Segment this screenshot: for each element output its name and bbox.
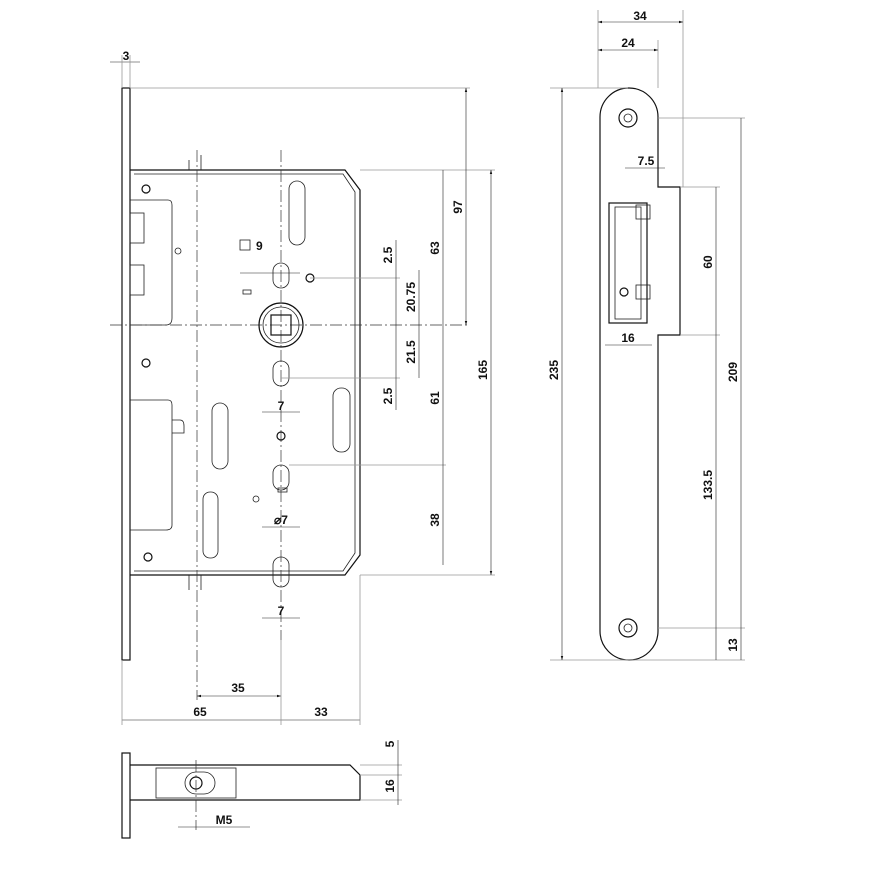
dim-38: 38 — [428, 513, 442, 527]
latch-notch — [129, 212, 145, 244]
faceplate — [121, 87, 131, 661]
strike-plate — [599, 87, 681, 661]
dim-7-upper: 7 — [278, 399, 285, 413]
case-bottom — [130, 764, 361, 801]
strike-tab — [635, 284, 651, 300]
strike-tab — [635, 204, 651, 220]
dead-bolt — [130, 399, 173, 531]
dim-7-5: 7.5 — [638, 154, 655, 168]
latch-notch — [129, 264, 145, 296]
lock-bottom-view: 5 16 M5 — [121, 740, 402, 839]
strike-screw-hole-inner — [623, 113, 633, 123]
dim-7-lower: 7 — [278, 604, 285, 618]
dim-3: 3 — [123, 49, 130, 63]
dim-5: 5 — [383, 740, 397, 747]
screw-hole — [141, 184, 151, 194]
lock-front-view — [110, 87, 470, 700]
small-slot — [277, 487, 288, 493]
small-hole — [174, 247, 182, 255]
dim-21-5: 21.5 — [404, 340, 418, 364]
faceplate-bottom — [121, 752, 131, 839]
slot — [272, 360, 290, 387]
dim-9: 9 — [256, 239, 263, 253]
screw-hole — [141, 358, 151, 368]
dim-235: 235 — [547, 360, 561, 380]
adjust-screw — [619, 287, 629, 297]
cylinder-hole — [272, 464, 290, 491]
strike-screw-hole — [618, 108, 638, 128]
strike-latch-opening — [614, 206, 642, 320]
dim-35: 35 — [231, 681, 245, 695]
dim-63: 63 — [428, 241, 442, 255]
bottom-slot — [272, 556, 290, 588]
slot — [202, 491, 219, 559]
lock-dimensions: 3 9 97 63 165 2.5 20.75 21.5 2.5 61 38 7… — [110, 49, 495, 725]
bolt-tab — [172, 419, 185, 434]
follower-square-hole — [270, 314, 292, 336]
dim-60: 60 — [701, 255, 715, 269]
dim-13: 13 — [726, 638, 740, 652]
strike-screw-hole-inner — [623, 623, 633, 633]
dim-97: 97 — [451, 200, 465, 214]
dim-165: 165 — [476, 360, 490, 380]
dim-133-5: 133.5 — [701, 470, 715, 500]
dim-diameter-7: ⌀7 — [274, 513, 288, 527]
slot — [211, 402, 229, 470]
dim-16-bottom: 16 — [383, 779, 397, 793]
latch-bolt — [130, 199, 173, 326]
dim-33: 33 — [314, 705, 328, 719]
slot — [272, 262, 290, 289]
small-slot — [242, 289, 252, 295]
slot — [288, 180, 306, 246]
bottom-slot — [184, 771, 216, 795]
rivet — [276, 431, 286, 441]
screw-hole — [143, 552, 153, 562]
strike-plate-view: 34 24 7.5 235 60 16 209 133.5 13 — [547, 9, 745, 661]
dim-16-strike: 16 — [621, 331, 635, 345]
dim-2-5-upper: 2.5 — [381, 246, 395, 263]
strike-screw-hole — [618, 618, 638, 638]
dim-24: 24 — [621, 36, 635, 50]
dim-2-5-lower: 2.5 — [381, 387, 395, 404]
square-symbol-icon — [239, 239, 251, 251]
dim-20-75: 20.75 — [404, 282, 418, 312]
slot — [332, 387, 351, 453]
small-hole — [252, 495, 260, 503]
strike-latch-box — [608, 202, 648, 324]
follower-hub-inner — [262, 306, 300, 344]
dim-65: 65 — [193, 705, 207, 719]
dim-209: 209 — [726, 362, 740, 382]
dim-61: 61 — [428, 391, 442, 405]
lock-case — [130, 169, 361, 576]
follower-hub — [258, 302, 304, 348]
lock-case-inner-edge — [134, 173, 356, 572]
dim-34: 34 — [633, 9, 647, 23]
dim-m5: M5 — [216, 813, 233, 827]
